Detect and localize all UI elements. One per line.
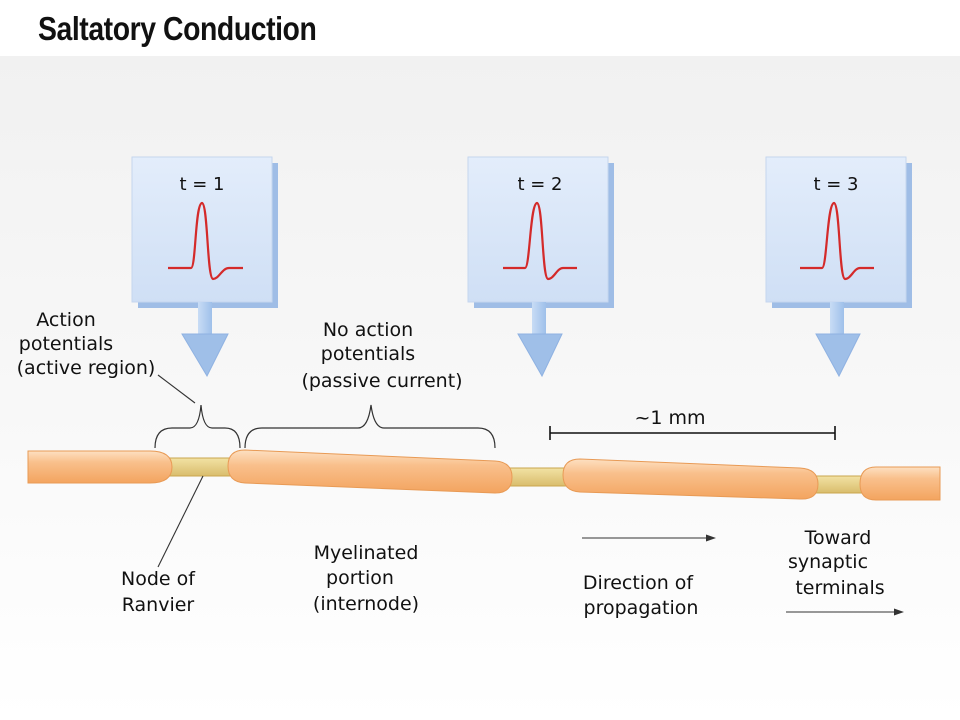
nerve-fiber [27,449,941,501]
panel-t1: t = 1 [131,156,278,378]
node-of-ranvier-segment [811,475,865,494]
label-line: (passive current) [301,370,462,392]
label-line: potentials [19,333,113,355]
myelin-segment [227,449,513,494]
myelinated-portion-label: Myelinated portion (internode) [313,542,419,615]
arrow-right-icon [894,608,904,616]
scale-label: ~1 mm [634,407,705,429]
arrow-shaft [198,302,212,336]
action-potential-trace [503,201,577,281]
leader-line [157,475,204,568]
panel-t3: t = 3 [765,156,912,378]
label-line: No action [323,319,413,341]
no-action-potentials-label: No action potentials (passive current) [301,319,462,392]
panel-label: t = 2 [517,174,562,195]
arrow-right-icon [706,534,716,542]
label-line: propagation [584,597,699,619]
down-arrow-icon [181,333,229,378]
node-of-ranvier-label: Node of Ranvier [121,568,196,616]
action-potentials-label: Action potentials (active region) [17,309,156,379]
myelin-segment [562,458,819,500]
label-line: potentials [321,343,415,365]
node-of-ranvier-segment [504,467,571,487]
label-line: Myelinated [314,542,419,564]
label-line: portion [326,567,394,589]
label-line: Ranvier [122,594,195,616]
arrow-shaft [830,302,844,336]
leader-line [157,374,196,404]
node-of-ranvier-segment [164,457,236,477]
down-arrow-icon [815,333,861,378]
panel-box [765,156,907,303]
label-line: Node of [121,568,196,590]
passive-region-brace [244,404,496,449]
myelin-segment [859,466,941,501]
label-line: Action [36,309,96,331]
label-line: Toward [804,527,872,549]
panel-t2: t = 2 [467,156,614,378]
title-bar: Saltatory Conduction [0,0,960,56]
label-line: (active region) [17,357,156,379]
panel-label: t = 3 [813,174,858,195]
scale-bar: ~1 mm [549,407,836,440]
direction-of-propagation: Direction of propagation [582,534,716,619]
label-line: terminals [795,577,884,599]
active-region-brace [154,404,241,449]
down-arrow-icon [517,333,563,378]
toward-synaptic-terminals: Toward synaptic terminals [786,527,904,616]
action-potential-trace [800,201,874,281]
label-line: (internode) [313,593,419,615]
page-title: Saltatory Conduction [38,10,317,47]
panel-box [131,156,273,303]
myelin-segment [27,450,173,484]
label-line: synaptic [788,551,868,573]
arrow-shaft [532,302,546,336]
action-potential-trace [168,201,243,281]
label-line: Direction of [583,572,694,594]
panel-label: t = 1 [179,174,224,195]
